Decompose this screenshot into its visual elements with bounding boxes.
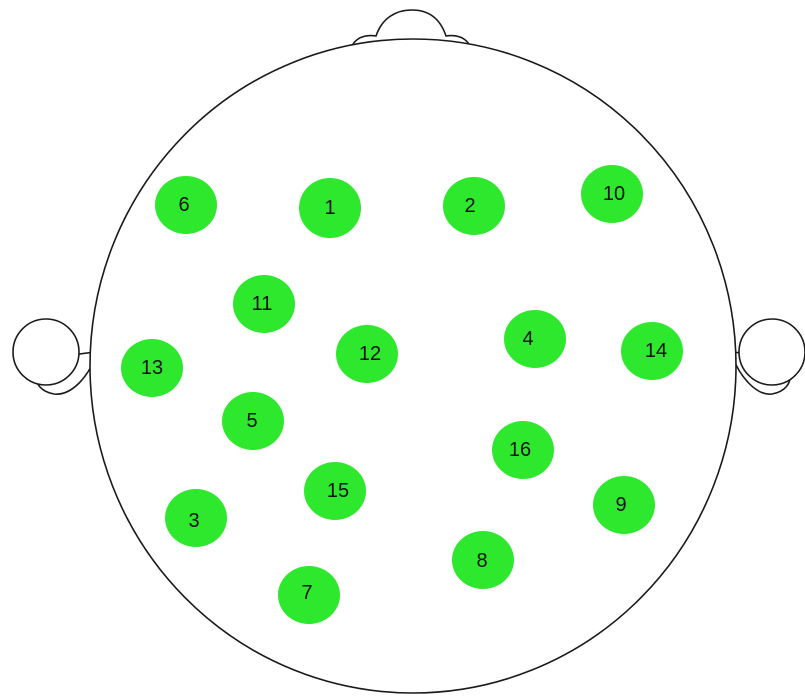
electrode-label: 8 [476,550,487,572]
electrode-15: 15 [304,462,366,520]
electrode-label: 12 [359,343,381,365]
electrode-label: 15 [327,480,349,502]
electrode-13: 13 [121,339,183,397]
electrode-marker [504,310,566,368]
electrode-label: 1 [324,197,335,219]
electrode-label: 11 [252,293,273,315]
electrode-1: 1 [299,178,361,238]
left-ear [13,319,95,394]
electrode-label: 16 [509,439,531,461]
electrode-label: 13 [141,357,163,379]
electrode-label: 9 [615,494,626,516]
electrode-label: 3 [188,510,199,532]
electrode-4: 4 [504,310,566,368]
electrode-3: 3 [165,489,227,547]
electrode-12: 12 [336,325,398,383]
electrode-5: 5 [222,392,284,450]
electrode-label: 2 [464,195,475,217]
electrode-label: 6 [178,194,189,216]
electrode-label: 14 [645,340,667,362]
electrode-label: 7 [301,582,312,604]
electrode-label: 4 [522,328,533,350]
electrode-2: 2 [443,177,505,235]
electrode-9: 9 [593,476,655,534]
electrode-label: 10 [603,183,625,205]
electrode-7: 7 [278,566,340,624]
right-ear [733,319,805,394]
electrode-11: 11 [233,275,295,333]
electrode-16: 16 [492,421,554,479]
electrode-label: 5 [246,410,257,432]
electrode-6: 6 [155,176,217,234]
electrode-8: 8 [452,531,514,589]
electrode-14: 14 [621,322,683,380]
electrode-10: 10 [581,165,643,223]
